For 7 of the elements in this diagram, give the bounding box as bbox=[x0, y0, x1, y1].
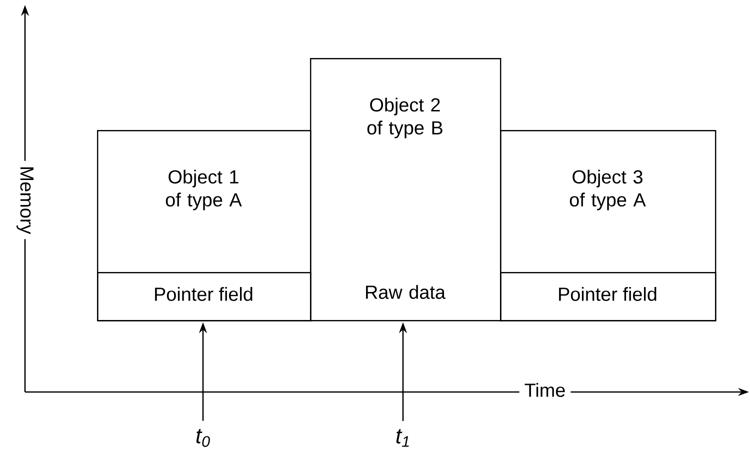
object-box: Object 2 of type B Raw data bbox=[310, 58, 502, 322]
axis-label: Memory bbox=[12, 160, 38, 240]
time-label: t$_{0}$ bbox=[196, 429, 210, 447]
axis-label: Time bbox=[519, 378, 571, 402]
field-box: Pointer field bbox=[500, 272, 716, 322]
field-box: Pointer field bbox=[97, 272, 312, 322]
time-label: t$_{1}$ bbox=[396, 429, 409, 447]
